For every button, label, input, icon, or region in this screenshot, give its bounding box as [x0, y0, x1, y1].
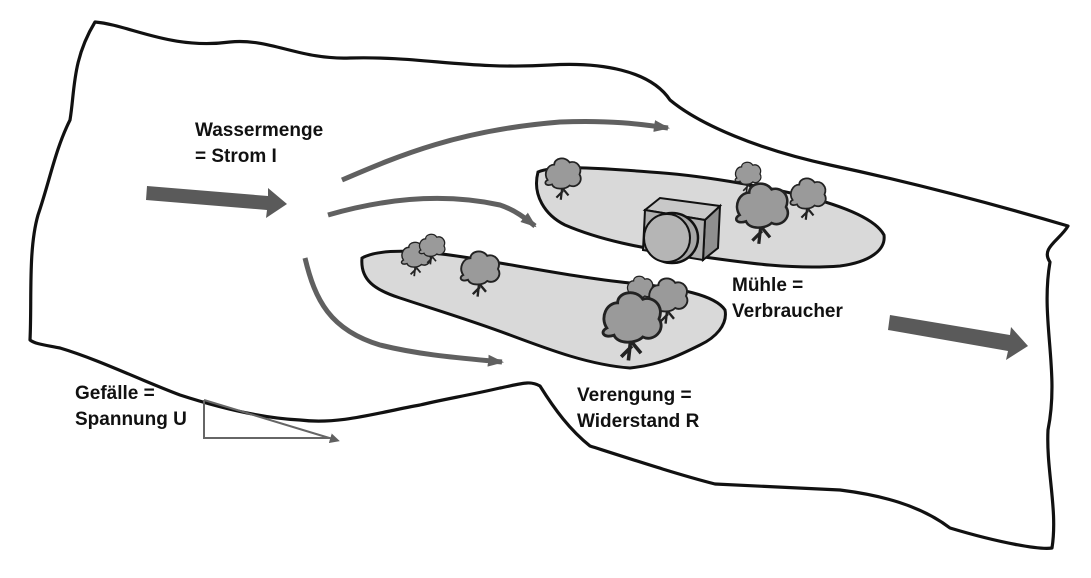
label-current: Wassermenge = Strom I [195, 118, 323, 170]
label-voltage-line2: Spannung U [75, 409, 187, 430]
label-consumer-line1: Mühle = [732, 275, 804, 296]
label-current-line2: = Strom I [195, 146, 277, 167]
inflow-arrow [146, 186, 287, 218]
label-consumer: Mühle = Verbraucher [732, 273, 843, 325]
label-resistance-line2: Widerstand R [577, 411, 700, 432]
mill-icon [641, 196, 723, 265]
label-resistance-line1: Verengung = [577, 385, 692, 406]
flow-arrow-bottom [302, 257, 504, 367]
slope-triangle [203, 399, 340, 444]
flow-arrow-top [341, 118, 670, 183]
flow-arrow-middle [327, 195, 537, 228]
label-voltage: Gefälle = Spannung U [75, 381, 187, 433]
label-current-line1: Wassermenge [195, 120, 324, 141]
label-resistance: Verengung = Widerstand R [577, 383, 699, 435]
label-consumer-line2: Verbraucher [732, 301, 843, 322]
label-voltage-line1: Gefälle = [75, 383, 155, 404]
outflow-arrow [888, 315, 1028, 360]
